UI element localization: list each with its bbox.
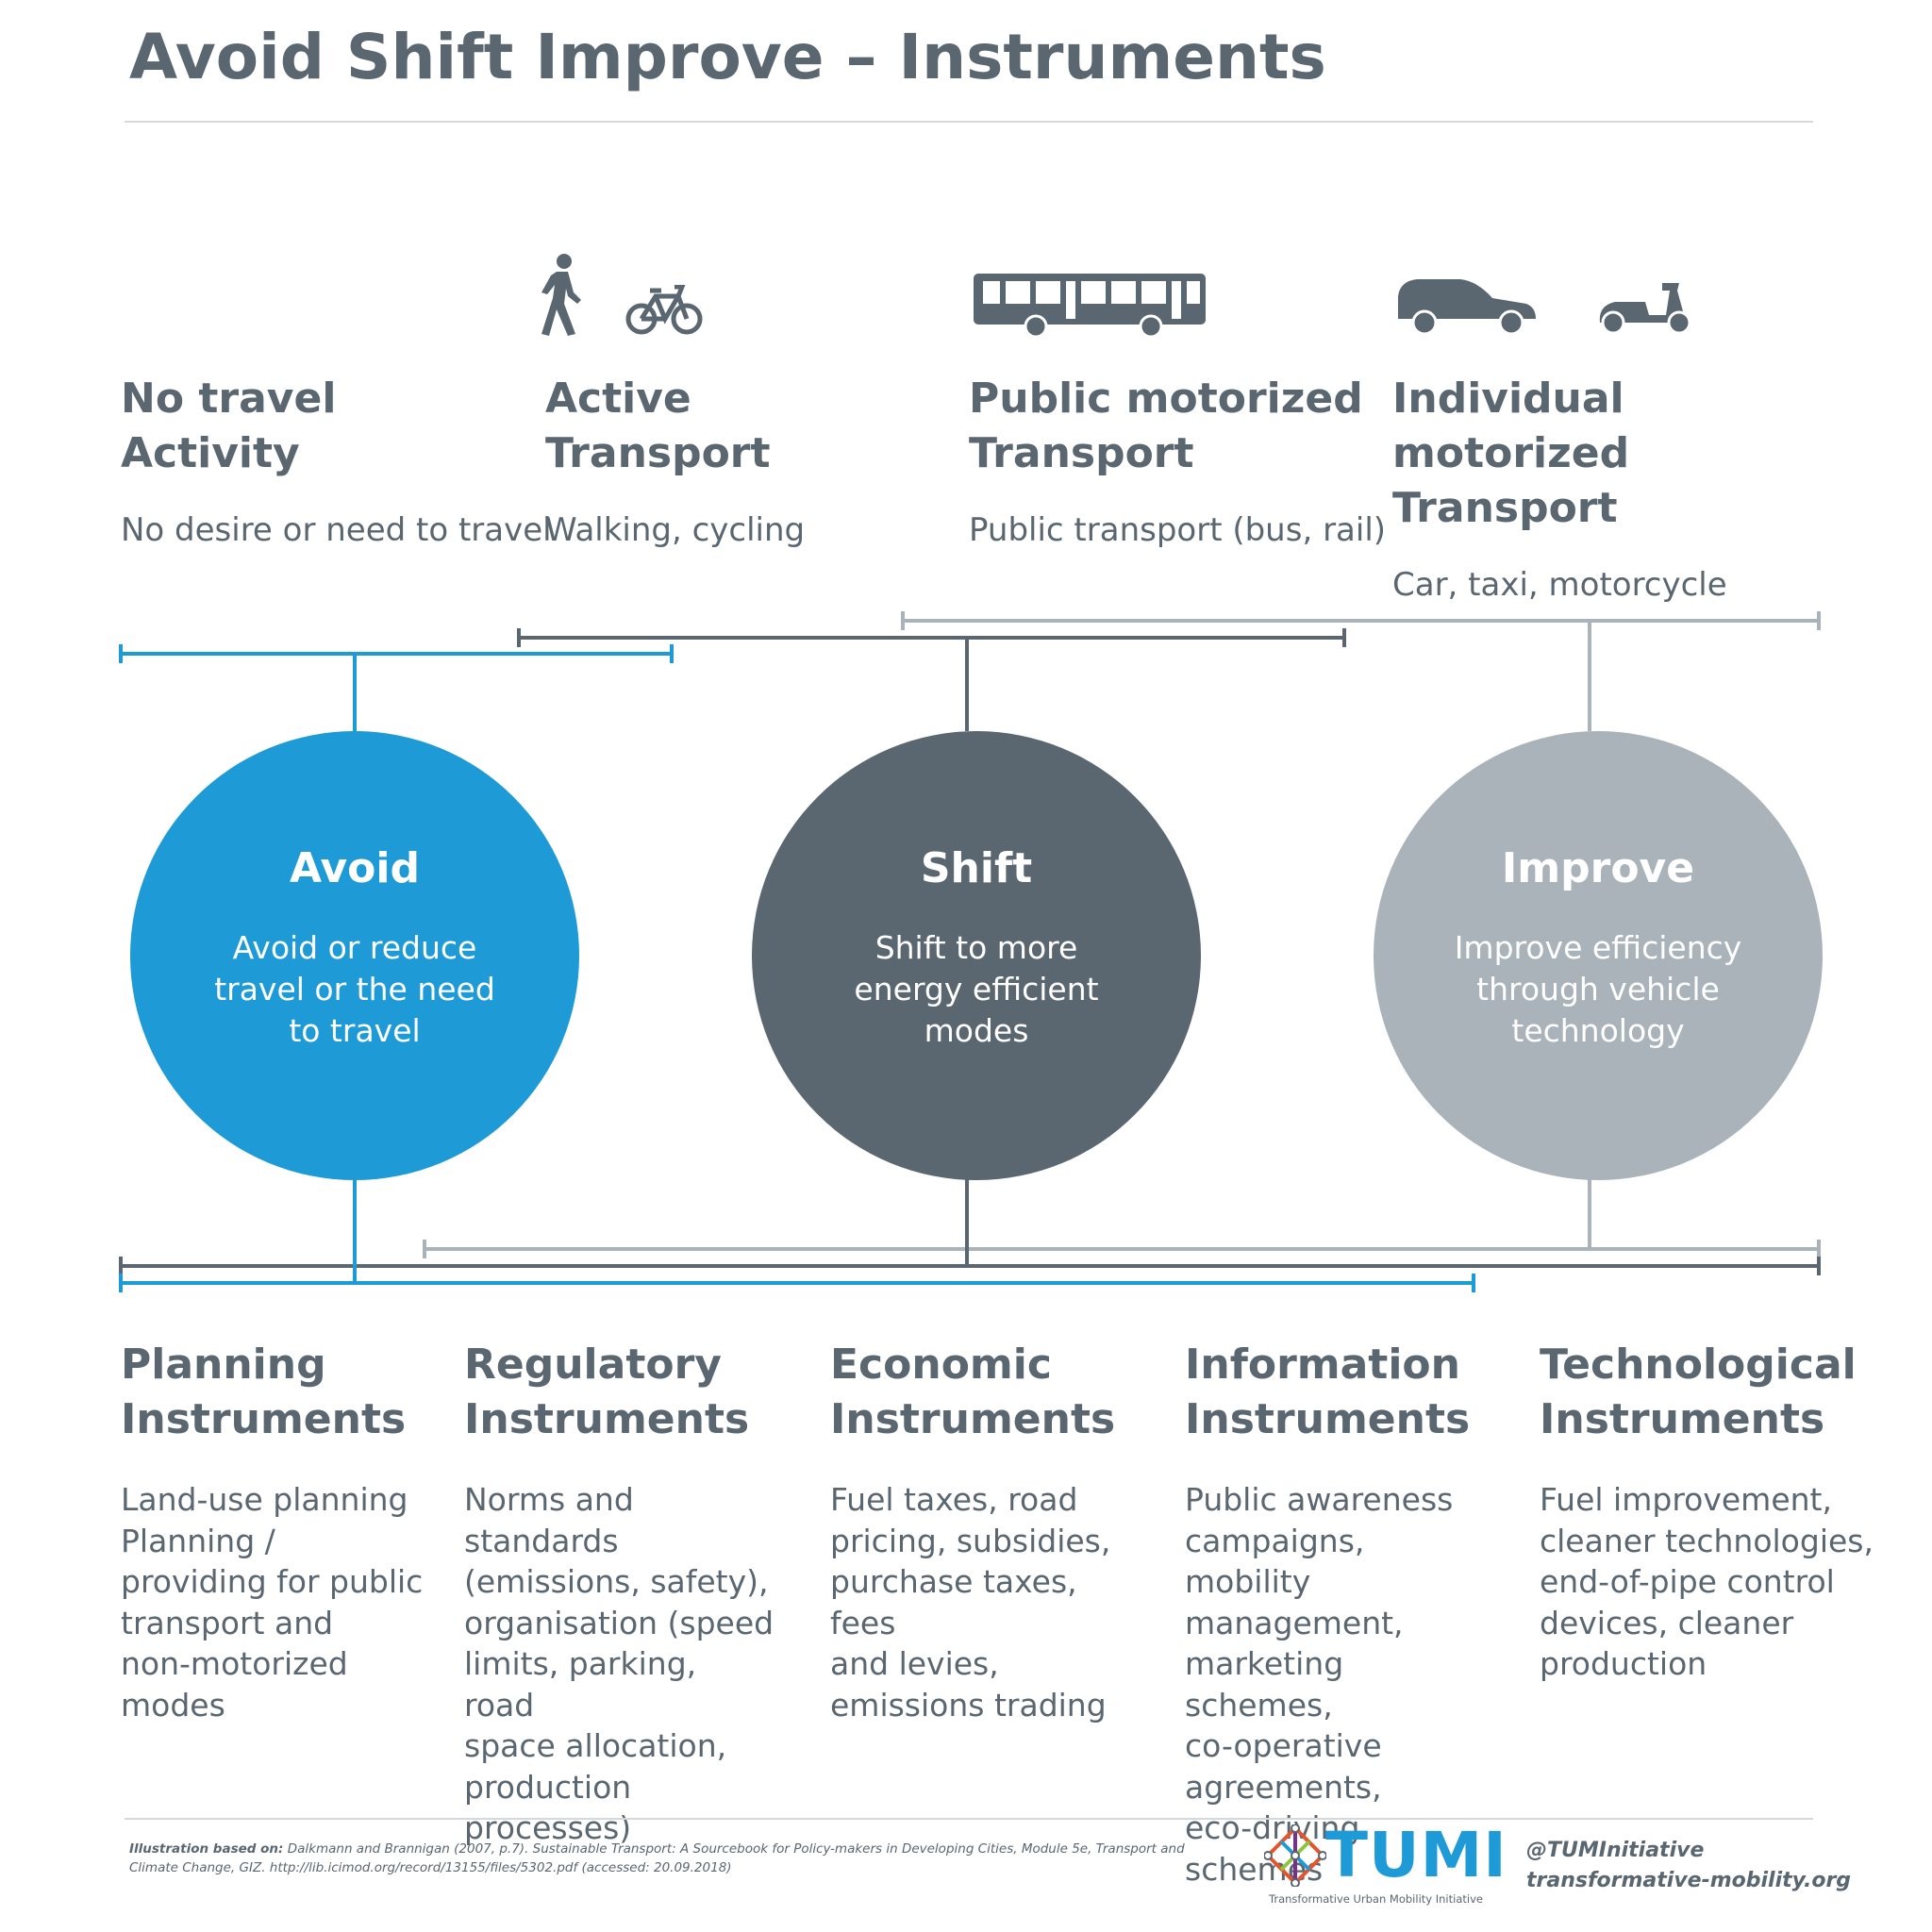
avoid-bottom-bracket (119, 1174, 1475, 1292)
category-desc: Public transport (bus, rail) (969, 511, 1387, 549)
tumi-logo-text: TUMI (1325, 1819, 1507, 1891)
bicycle-icon (625, 285, 703, 335)
circle-title: Improve (1501, 844, 1695, 892)
instrument-title: Information Instruments (1185, 1341, 1471, 1443)
tumi-network-icon (1264, 1824, 1326, 1887)
category-desc: No desire or need to travel (121, 511, 552, 549)
improve-circle: Improve Improve efficiency through vehic… (1374, 731, 1823, 1180)
bus-icon (974, 274, 1206, 338)
shift-circle: Shift Shift to more energy efficient mod… (752, 731, 1201, 1180)
circle-desc: Improve efficiency through vehicle techn… (1454, 929, 1742, 1049)
website-link[interactable]: transformative-mobility.org (1526, 1869, 1852, 1892)
category-title: Public motorized Transport (969, 375, 1363, 477)
shift-bottom-bracket (119, 1174, 1821, 1275)
category-title: Individual motorized Transport (1392, 375, 1630, 532)
information-instruments: Information Instruments Public awareness… (1185, 1338, 1496, 1890)
tumi-logo-subtitle: Transformative Urban Mobility Initiative (1269, 1892, 1483, 1906)
instrument-desc: Fuel taxes, road pricing, subsidies, pur… (830, 1481, 1111, 1724)
circle-desc: Shift to more energy efficient modes (854, 929, 1099, 1049)
category-title: No travel Activity (121, 375, 337, 477)
category-active-transport: Active Transport Walking, cycling (545, 372, 941, 551)
planning-instruments: Planning Instruments Land-use planning P… (121, 1338, 432, 1725)
footer-divider (125, 1818, 1813, 1820)
category-no-travel: No travel Activity No desire or need to … (121, 372, 552, 551)
category-public-motorized: Public motorized Transport Public transp… (969, 372, 1387, 551)
improve-bottom-bracket (423, 1174, 1821, 1258)
category-title: Active Transport (545, 375, 771, 477)
car-icon (1398, 279, 1536, 336)
source-citation: Illustration based on: Dalkmann and Bran… (129, 1840, 1224, 1877)
instrument-desc: Land-use planning Planning / providing f… (121, 1481, 424, 1724)
circle-title: Shift (920, 844, 1033, 892)
citation-label: Illustration based on: (129, 1841, 284, 1857)
instrument-desc: Public awareness campaigns, mobility man… (1185, 1481, 1454, 1888)
twitter-handle-link[interactable]: @TUMInitiative (1526, 1839, 1705, 1862)
scooter-icon (1599, 283, 1691, 335)
page-title: Avoid Shift Improve – Instruments (129, 21, 1326, 93)
category-desc: Car, taxi, motorcycle (1392, 566, 1727, 604)
title-divider (125, 121, 1813, 123)
technological-instruments: Technological Instruments Fuel improveme… (1540, 1338, 1879, 1685)
regulatory-instruments: Regulatory Instruments Norms and standar… (464, 1338, 775, 1849)
instrument-desc: Norms and standards (emissions, safety),… (464, 1481, 774, 1846)
improve-top-bracket (901, 611, 1821, 731)
social-links: @TUMInitiative transformative-mobility.o… (1526, 1836, 1851, 1896)
instrument-title: Economic Instruments (830, 1341, 1116, 1443)
avoid-top-bracket (119, 644, 674, 731)
citation-text: Dalkmann and Brannigan (2007, p.7). Sust… (129, 1841, 1185, 1875)
instrument-title: Regulatory Instruments (464, 1341, 750, 1443)
instrument-title: Planning Instruments (121, 1341, 407, 1443)
instrument-title: Technological Instruments (1540, 1341, 1857, 1443)
circle-title: Avoid (290, 844, 420, 892)
category-individual-motorized: Individual motorized Transport Car, taxi… (1392, 372, 1789, 606)
economic-instruments: Economic Instruments Fuel taxes, road pr… (830, 1338, 1141, 1725)
instrument-desc: Fuel improvement, cleaner technologies, … (1540, 1481, 1874, 1682)
shift-top-bracket (517, 628, 1346, 731)
category-desc: Walking, cycling (545, 511, 806, 549)
walking-person-icon (541, 254, 581, 336)
circle-desc: Avoid or reduce travel or the need to tr… (214, 929, 495, 1049)
avoid-circle: Avoid Avoid or reduce travel or the need… (130, 731, 579, 1180)
